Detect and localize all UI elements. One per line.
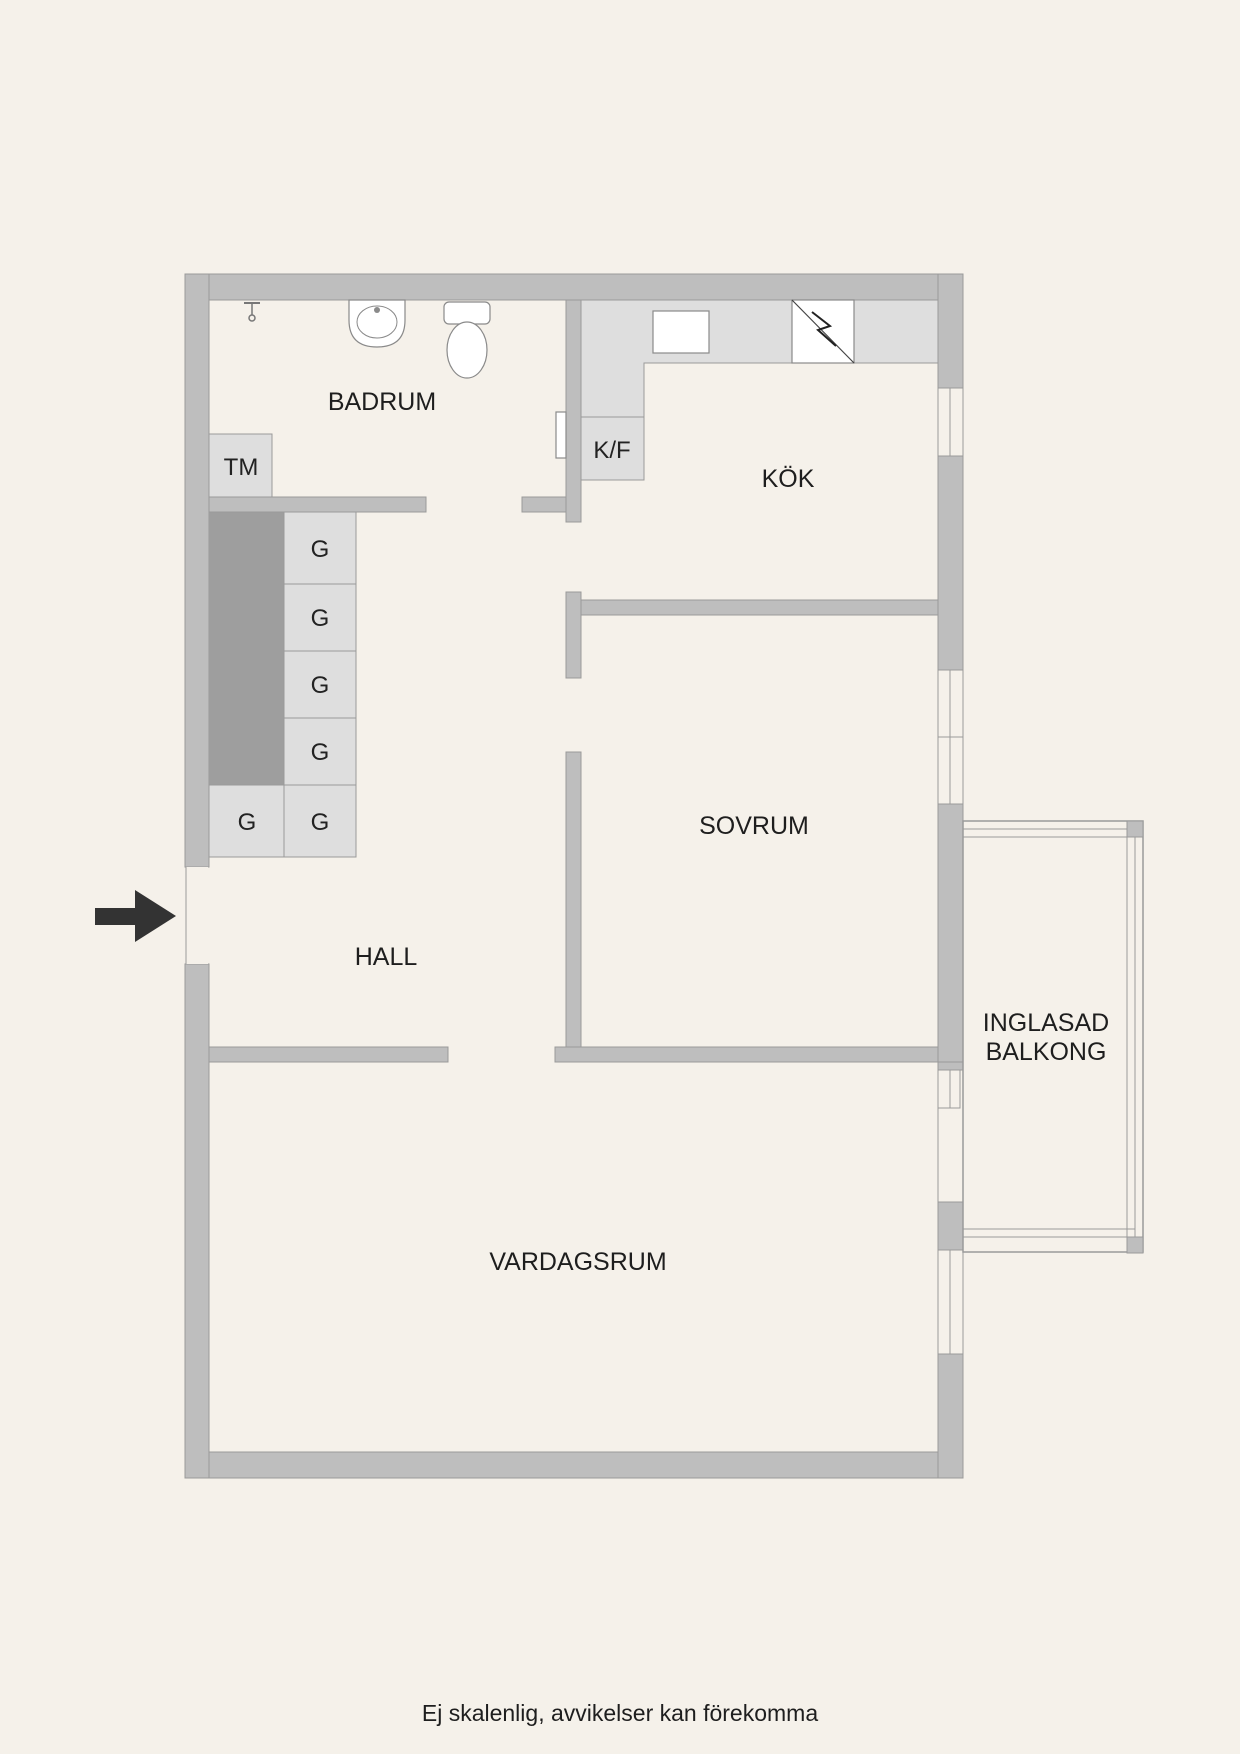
room-label-balkong-line2: BALKONG — [986, 1038, 1107, 1066]
wardrobes: G G G G G G — [208, 511, 357, 858]
wardrobe-label: G — [311, 605, 330, 632]
radiator-icon — [555, 411, 567, 459]
wardrobe-label: G — [238, 809, 257, 836]
toilet-icon — [443, 301, 491, 379]
tm-label: TM — [224, 454, 259, 481]
stove-icon — [791, 299, 855, 364]
tm-unit: TM — [208, 433, 273, 498]
balcony — [962, 820, 1144, 1254]
room-label-vardagsrum: VARDAGSRUM — [489, 1248, 666, 1276]
room-label-hall: HALL — [355, 943, 418, 971]
windows — [937, 387, 964, 1355]
wardrobe-label: G — [311, 536, 330, 563]
fridge-freezer: K/F — [580, 416, 645, 481]
kitchen-counter — [580, 299, 939, 481]
room-label-kok: KÖK — [762, 465, 815, 493]
entrance-opening — [186, 867, 208, 964]
disclaimer-text: Ej skalenlig, avvikelser kan förekomma — [421, 1700, 819, 1726]
interior-walls — [208, 299, 939, 1063]
sink-icon — [348, 299, 406, 348]
wardrobe-label: G — [311, 672, 330, 699]
room-label-sovrum: SOVRUM — [699, 812, 809, 840]
room-label-balkong-line1: INGLASAD — [983, 1009, 1109, 1037]
room-label-badrum: BADRUM — [328, 388, 436, 416]
kf-label: K/F — [593, 437, 630, 464]
arrow-right-icon — [95, 890, 176, 942]
kitchen-sink — [652, 310, 710, 354]
shower-icon — [244, 302, 260, 322]
closet-wall — [209, 512, 284, 786]
wardrobe-label: G — [311, 809, 330, 836]
wardrobe-label: G — [311, 739, 330, 766]
